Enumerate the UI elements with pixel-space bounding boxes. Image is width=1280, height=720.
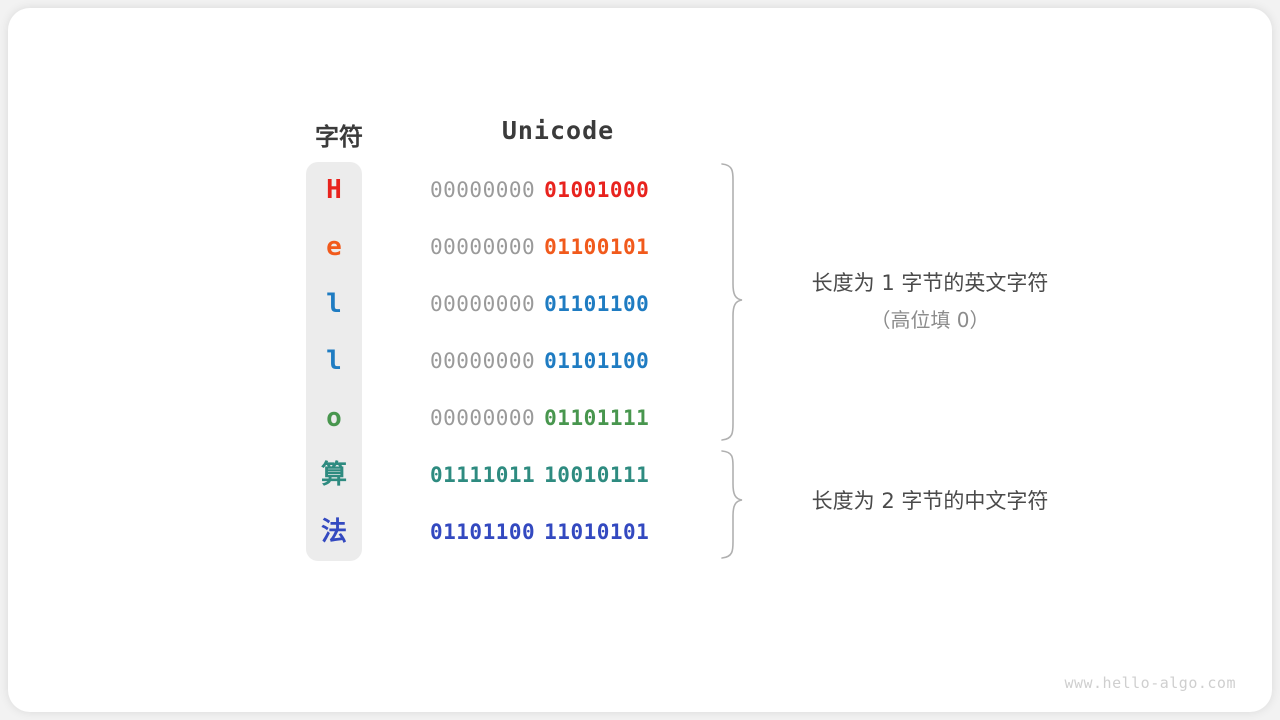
- unicode-low-byte: 01101111: [544, 406, 650, 430]
- unicode-high-byte: 00000000: [430, 235, 536, 259]
- unicode-row: 00000000 01001000: [430, 162, 686, 219]
- annotation-two-byte-line1: 长度为 2 字节的中文字符: [811, 489, 1049, 513]
- column-header-unicode: Unicode: [501, 116, 615, 145]
- unicode-low-byte: 11010101: [544, 520, 650, 544]
- unicode-low-byte: 01001000: [544, 178, 650, 202]
- unicode-high-byte: 00000000: [430, 406, 536, 430]
- unicode-high-byte: 01111011: [430, 463, 536, 487]
- unicode-high-byte: 01101100: [430, 520, 536, 544]
- unicode-row: 00000000 01101100: [430, 333, 686, 390]
- annotation-one-byte-line2: （高位填 0）: [870, 308, 990, 332]
- unicode-row: 00000000 01101111: [430, 390, 686, 447]
- unicode-low-byte: 01100101: [544, 235, 650, 259]
- group-braces: [721, 163, 743, 559]
- site-watermark: www.hello-algo.com: [1064, 674, 1236, 692]
- unicode-row: 01101100 11010101: [430, 504, 686, 561]
- annotation-one-byte-line1: 长度为 1 字节的英文字符: [811, 271, 1049, 295]
- character-cell: e: [326, 232, 342, 262]
- unicode-low-byte: 01101100: [544, 349, 650, 373]
- brace-two-byte: [721, 450, 743, 559]
- unicode-high-byte: 00000000: [430, 178, 536, 202]
- unicode-low-byte: 10010111: [544, 463, 650, 487]
- character-cell: l: [326, 346, 342, 376]
- unicode-low-byte: 01101100: [544, 292, 650, 316]
- content-card: [8, 8, 1272, 712]
- unicode-high-byte: 00000000: [430, 349, 536, 373]
- character-cell: 算: [320, 460, 347, 490]
- character-cell: 法: [320, 517, 347, 547]
- unicode-row: 01111011 10010111: [430, 447, 686, 504]
- character-cell: o: [326, 403, 342, 433]
- unicode-high-byte: 00000000: [430, 292, 536, 316]
- character-cell: H: [326, 175, 342, 205]
- annotation-one-byte: 长度为 1 字节的英文字符 （高位填 0）: [760, 265, 1100, 339]
- annotation-two-byte: 长度为 2 字节的中文字符: [760, 486, 1100, 516]
- unicode-row: 00000000 01100101: [430, 219, 686, 276]
- brace-one-byte: [721, 163, 743, 441]
- column-header-character: 字符: [315, 124, 363, 151]
- unicode-row: 00000000 01101100: [430, 276, 686, 333]
- character-cell: l: [326, 289, 342, 319]
